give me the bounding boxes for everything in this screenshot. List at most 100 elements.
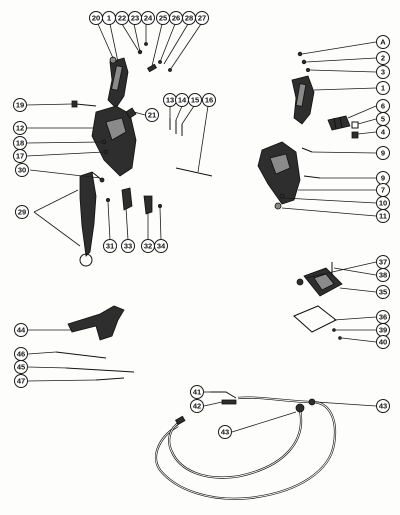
callout-1: 1 (102, 11, 116, 25)
callout-27: 27 (195, 11, 209, 25)
svg-text:12: 12 (16, 124, 24, 133)
bolts-part-9 (301, 147, 321, 179)
svg-text:1: 1 (107, 14, 111, 23)
callout-20: 20 (89, 11, 103, 25)
gasket-part-36 (293, 305, 337, 333)
washer-part-21 (125, 107, 137, 119)
svg-text:17: 17 (16, 152, 24, 161)
small-parts-17-18 (101, 139, 109, 155)
callout-19: 19 (13, 98, 27, 112)
svg-text:44: 44 (17, 326, 26, 335)
small-parts-A-2-3 (297, 51, 310, 73)
svg-text:28: 28 (185, 14, 193, 23)
svg-text:35: 35 (379, 288, 387, 297)
svg-text:15: 15 (191, 96, 199, 105)
callout-22: 22 (115, 11, 129, 25)
svg-text:20: 20 (92, 14, 100, 23)
callout-5: 5 (376, 112, 390, 126)
callout-47: 47 (14, 374, 28, 388)
plate-part-35 (296, 267, 343, 297)
svg-text:39: 39 (379, 326, 387, 335)
svg-text:9: 9 (381, 174, 385, 183)
callout-10: 10 (376, 196, 390, 210)
callout-44: 44 (14, 323, 28, 337)
callout-A: A (376, 35, 390, 49)
callout-3: 3 (376, 65, 390, 79)
callout-37: 37 (376, 255, 390, 269)
callout-28: 28 (182, 11, 196, 25)
handle-part-1-right (291, 75, 315, 125)
pins-13-15 (169, 118, 183, 136)
connectors-41-42 (210, 391, 237, 405)
svg-text:7: 7 (381, 186, 385, 195)
callout-15: 15 (188, 93, 202, 107)
svg-text:A: A (380, 38, 386, 47)
svg-text:19: 19 (16, 101, 24, 110)
callout-4: 4 (376, 125, 390, 139)
callout-36: 36 (376, 310, 390, 324)
svg-text:9: 9 (381, 149, 385, 158)
svg-text:33: 33 (124, 242, 132, 251)
callout-9-bottom: 9 (376, 171, 390, 185)
cable-harness-part-43 (154, 396, 337, 500)
leader-lines (26, 23, 377, 433)
svg-text:2: 2 (381, 54, 385, 63)
callout-14: 14 (175, 93, 189, 107)
bracket-part-12 (91, 105, 137, 177)
callout-34: 34 (154, 239, 168, 253)
svg-text:25: 25 (159, 14, 167, 23)
callout-6: 6 (376, 99, 390, 113)
callout-43-right: 43 (376, 399, 390, 413)
svg-text:22: 22 (118, 14, 126, 23)
callout-9-top: 9 (376, 146, 390, 160)
svg-text:46: 46 (17, 350, 25, 359)
link-part-29 (79, 171, 103, 267)
callout-11: 11 (376, 209, 390, 223)
svg-text:13: 13 (166, 96, 174, 105)
callout-45: 45 (14, 360, 28, 374)
callout-23: 23 (128, 11, 142, 25)
svg-text:41: 41 (193, 388, 201, 397)
svg-text:42: 42 (193, 402, 201, 411)
callout-26: 26 (169, 11, 183, 25)
grip-part-44 (67, 305, 125, 341)
callout-13: 13 (163, 93, 177, 107)
svg-text:36: 36 (379, 313, 387, 322)
rod-part-16 (175, 167, 213, 177)
callout-30: 30 (15, 163, 29, 177)
callout-42: 42 (190, 399, 204, 413)
spring-part-6 (327, 115, 351, 131)
svg-text:14: 14 (178, 96, 187, 105)
callout-33: 33 (121, 239, 135, 253)
svg-text:26: 26 (172, 14, 180, 23)
bracket-part-7 (257, 141, 301, 205)
svg-text:4: 4 (381, 128, 386, 137)
callout-40: 40 (376, 335, 390, 349)
svg-text:38: 38 (379, 271, 387, 280)
svg-text:3: 3 (381, 68, 385, 77)
callout-16: 16 (202, 93, 216, 107)
callout-39: 39 (376, 323, 390, 337)
callout-25: 25 (156, 11, 170, 25)
svg-text:18: 18 (16, 139, 24, 148)
svg-text:43: 43 (379, 402, 387, 411)
svg-text:5: 5 (381, 115, 385, 124)
svg-text:43: 43 (221, 428, 229, 437)
callout-41: 41 (190, 385, 204, 399)
parts-4-5 (351, 121, 359, 139)
svg-text:34: 34 (157, 242, 166, 251)
callout-35: 35 (376, 285, 390, 299)
callout-21: 21 (145, 108, 159, 122)
callout-46: 46 (14, 347, 28, 361)
svg-text:1: 1 (381, 84, 385, 93)
svg-text:47: 47 (17, 377, 25, 386)
svg-text:16: 16 (205, 96, 213, 105)
svg-text:6: 6 (381, 102, 385, 111)
callout-38: 38 (376, 268, 390, 282)
callout-7: 7 (376, 183, 390, 197)
svg-text:37: 37 (379, 258, 387, 267)
svg-text:27: 27 (198, 14, 206, 23)
callout-17: 17 (13, 149, 27, 163)
